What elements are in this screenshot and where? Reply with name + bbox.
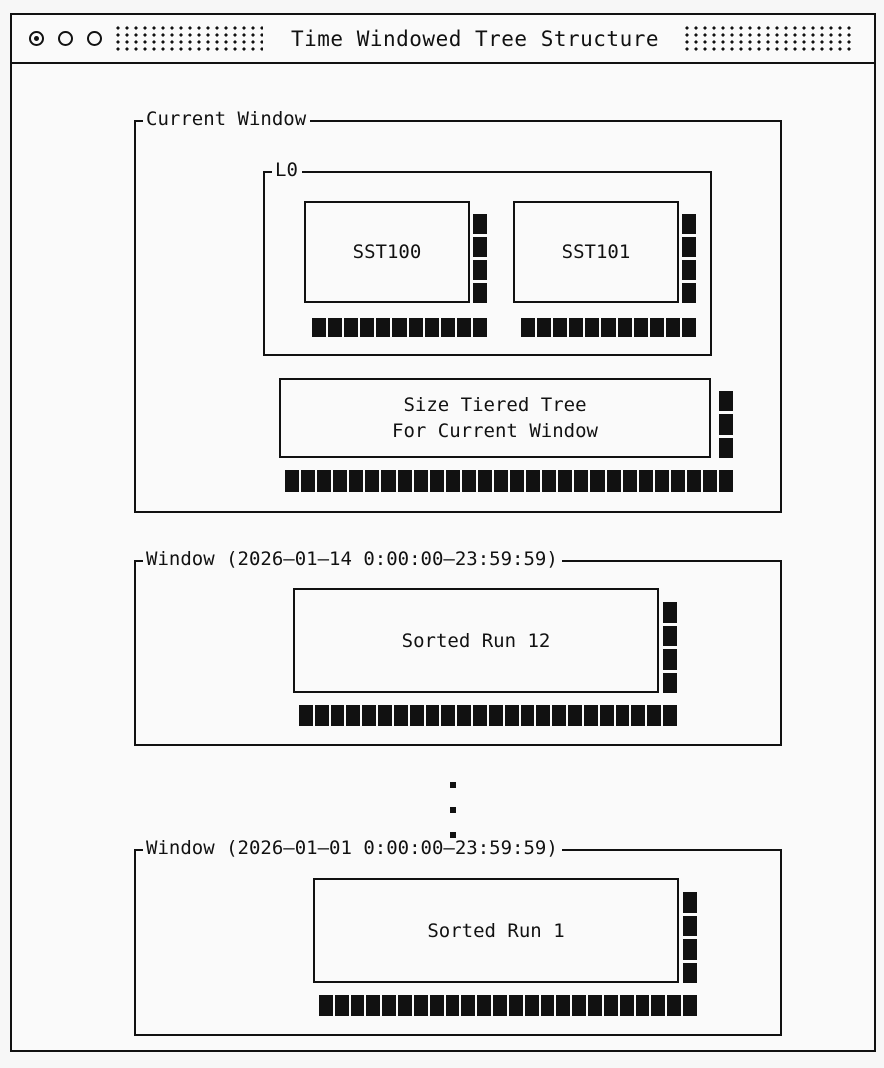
window-controls: [29, 31, 102, 46]
node-sst100-label: SST100: [352, 241, 422, 263]
node-size-tiered-tree-label-line1: Size Tiered Tree: [403, 394, 587, 416]
node-sorted-run-1-label: Sorted Run 1: [427, 919, 565, 942]
title-bar: Time Windowed Tree Structure: [12, 15, 874, 64]
node-sst101-hticks: [521, 318, 697, 337]
group-l0-legend: L0: [272, 160, 302, 180]
group-window-2026-01-01-legend: Window (2026–01–01 0:00:00–23:59:59): [143, 838, 562, 858]
record-button[interactable]: [29, 31, 44, 46]
group-window-2026-01-14-legend: Window (2026–01–14 0:00:00–23:59:59): [143, 549, 562, 569]
group-current-window-legend: Current Window: [143, 109, 311, 129]
node-size-tiered-tree-label-line2: For Current Window: [392, 420, 598, 442]
node-sorted-run-12-vticks: [663, 602, 677, 693]
hatch-pattern-right-icon: [685, 25, 855, 52]
node-size-tiered-tree-vticks: [719, 391, 733, 458]
minimize-button[interactable]: [58, 31, 73, 46]
node-sorted-run-1-vticks: [683, 892, 697, 983]
group-window-2026-01-01: Window (2026–01–01 0:00:00–23:59:59) Sor…: [134, 838, 782, 1036]
node-sorted-run-12[interactable]: Sorted Run 12: [293, 588, 659, 693]
group-l0: L0 SST100 SST101: [263, 160, 712, 356]
node-sst101[interactable]: SST101: [513, 201, 679, 303]
node-sst100-vticks: [473, 214, 487, 303]
ellipsis-indicator: [448, 782, 458, 840]
group-window-2026-01-14: Window (2026–01–14 0:00:00–23:59:59) Sor…: [134, 549, 782, 746]
node-sst100-hticks: [312, 318, 488, 337]
window-title: Time Windowed Tree Structure: [291, 26, 660, 51]
node-sst101-label: SST101: [561, 241, 631, 263]
app-window: Time Windowed Tree Structure Current Win…: [10, 13, 876, 1052]
node-size-tiered-tree-hticks: [285, 470, 734, 492]
node-sst101-vticks: [682, 214, 696, 303]
node-size-tiered-tree[interactable]: Size Tiered Tree For Current Window: [279, 378, 711, 458]
group-current-window: Current Window L0 SST100: [134, 109, 782, 513]
hatch-pattern-left-icon: [116, 25, 263, 52]
node-sorted-run-1-hticks: [319, 995, 697, 1016]
node-sorted-run-12-label: Sorted Run 12: [401, 629, 551, 652]
node-sorted-run-12-hticks: [299, 705, 677, 726]
node-sorted-run-1[interactable]: Sorted Run 1: [313, 878, 679, 983]
node-sst100[interactable]: SST100: [304, 201, 470, 303]
diagram-canvas: Current Window L0 SST100: [12, 64, 874, 1050]
close-button[interactable]: [87, 31, 102, 46]
